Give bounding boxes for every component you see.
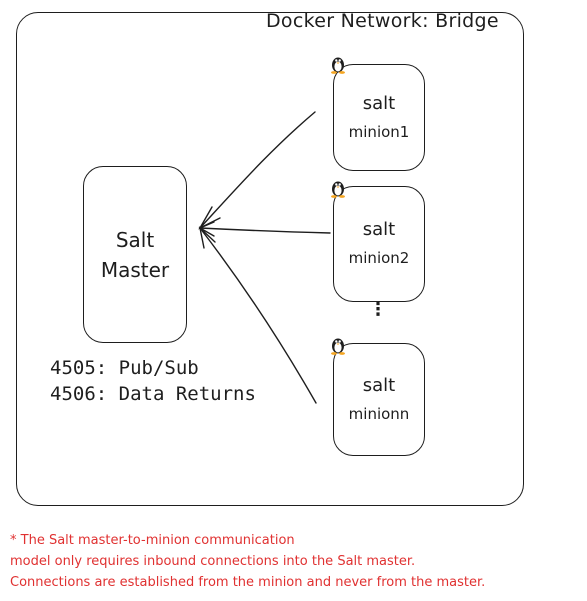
port-pubsub: 4505: Pub/Sub xyxy=(50,357,199,379)
arrowhead-minionn xyxy=(198,226,216,249)
footnote-line2: model only requires inbound connections … xyxy=(10,554,416,569)
footnote-line3: Connections are established from the min… xyxy=(10,575,486,590)
minion1-label-line2: minion1 xyxy=(348,122,410,141)
master-label-line2: Master xyxy=(100,257,170,282)
master-ports: 4505: Pub/Sub 4506: Data Returns xyxy=(50,355,256,407)
docker-network-container xyxy=(16,12,524,506)
more-minions-ellipsis: ⋮ xyxy=(369,299,387,320)
salt-minionn-node: salt minionn xyxy=(333,343,425,456)
port-data-returns: 4506: Data Returns xyxy=(50,383,256,405)
linux-tux-icon xyxy=(331,57,345,74)
footnote-line1: * The Salt master-to-minion communicatio… xyxy=(10,533,295,548)
salt-minion1-node: salt minion1 xyxy=(333,64,425,171)
linux-tux-icon xyxy=(331,181,345,198)
arrow-minion1-to-master xyxy=(199,111,316,229)
footnote: * The Salt master-to-minion communicatio… xyxy=(10,530,485,593)
minion1-label-line1: salt xyxy=(362,92,396,114)
master-label-line1: Salt xyxy=(115,227,155,252)
arrow-minionn-to-master xyxy=(199,227,317,404)
minion2-label-line2: minion2 xyxy=(348,249,410,267)
salt-minion2-node: salt minion2 xyxy=(333,186,425,302)
network-title: Docker Network: Bridge xyxy=(266,10,499,32)
minionn-label-line2: minionn xyxy=(348,404,410,423)
linux-tux-icon xyxy=(331,338,345,355)
arrow-minion2-to-master xyxy=(199,227,331,234)
minionn-label-line1: salt xyxy=(362,374,396,396)
salt-master-node: Salt Master xyxy=(83,166,187,343)
minion2-label-line1: salt xyxy=(362,219,396,240)
